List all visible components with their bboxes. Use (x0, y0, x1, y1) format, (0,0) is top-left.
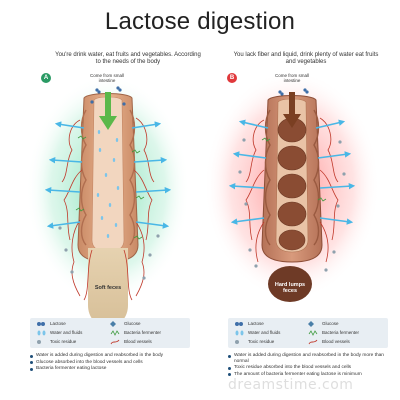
panel-b-water-arrows (228, 119, 356, 225)
bacteria-icon (110, 330, 120, 336)
legend-lactose: Lactose (248, 321, 264, 326)
water-drop-icon (235, 330, 244, 336)
hard-lumps-feces (268, 266, 312, 302)
legend-toxic: Toxic residue (248, 339, 275, 344)
toxic-residue-icon (37, 340, 41, 344)
note-item: Water is added during digestion and reab… (228, 353, 398, 364)
panel-b-toxic (238, 138, 346, 272)
panel-a-toxic (58, 226, 160, 280)
bullet-icon (228, 366, 231, 370)
panel-b-badge: B (227, 73, 237, 83)
hard-feces-label: Hard lumps feces (274, 282, 306, 294)
panel-a-notes: Water is added during digestion and reab… (30, 353, 200, 373)
note-item: Bacteria fermenter eating lactose (30, 366, 200, 372)
soft-feces (88, 248, 128, 326)
legend-bacteria: Bacteria fermenter (322, 330, 360, 335)
legend-lactose: Lactose (50, 321, 66, 326)
panel-b-notes: Water is added during digestion and reab… (228, 353, 398, 378)
legend-blood: Blood vessels (124, 339, 152, 344)
bullet-icon (228, 373, 231, 377)
lactose-icon (235, 322, 243, 326)
legend-toxic: Toxic residue (50, 339, 77, 344)
panel-a-water-arrows (44, 121, 172, 229)
legend-glucose: Glucose (322, 321, 339, 326)
legend-bacteria: Bacteria fermenter (124, 330, 162, 335)
brown-arrow-icon (283, 92, 301, 128)
panel-a-badge: A (41, 73, 51, 83)
legend-water: Water and fluids (248, 330, 281, 335)
bullet-icon (228, 354, 231, 358)
toxic-residue-icon (235, 340, 239, 344)
panel-b-lumps (277, 117, 307, 251)
glucose-icon (110, 321, 116, 327)
panel-a-come-from-label: Come from small intestine (89, 73, 124, 83)
bacteria-icon (308, 330, 318, 336)
note-item: Water is added during digestion and reab… (30, 353, 200, 359)
legend-blood: Blood vessels (322, 339, 350, 344)
glucose-icon (308, 321, 314, 327)
blood-vessel-icon (308, 339, 318, 345)
note-item: The amount of bacteria fermenter eating … (228, 372, 398, 378)
panel-a-droplets (96, 130, 120, 238)
bullet-icon (30, 361, 33, 365)
bullet-icon (30, 367, 33, 371)
green-arrow-icon (99, 92, 117, 130)
panel-b-lactose (278, 88, 309, 96)
panel-b-bacteria (261, 137, 327, 202)
page-title: Lactose digestion (104, 8, 296, 35)
note-item: Glucose absorbed into the blood vessels … (30, 360, 200, 366)
panel-a-legend: Lactose Glucose Water and fluids Bacteri… (30, 318, 190, 348)
note-item: Toxic residue absorbed into the blood ve… (228, 365, 398, 371)
panel-b-subtitle: You lack fiber and liquid, drink plenty … (233, 52, 379, 65)
legend-water: Water and fluids (50, 330, 83, 335)
watermark: dreamstime.com (228, 377, 354, 393)
panel-b-come-from-label: Come from small intestine (274, 73, 309, 83)
lactose-icon (37, 322, 45, 326)
legend-glucose: Glucose (124, 321, 141, 326)
panel-a-lactose (90, 86, 126, 106)
soft-feces-label: Soft feces (94, 285, 122, 291)
blood-vessel-icon (110, 339, 120, 345)
panel-a-intestine (77, 93, 139, 263)
panel-a-subtitle: You're drink water, eat fruits and veget… (55, 52, 201, 65)
panel-b-legend: Lactose Glucose Water and fluids Bacteri… (228, 318, 388, 348)
water-drop-icon (37, 330, 46, 336)
bullet-icon (30, 354, 33, 358)
panel-a-bacteria (75, 135, 145, 240)
